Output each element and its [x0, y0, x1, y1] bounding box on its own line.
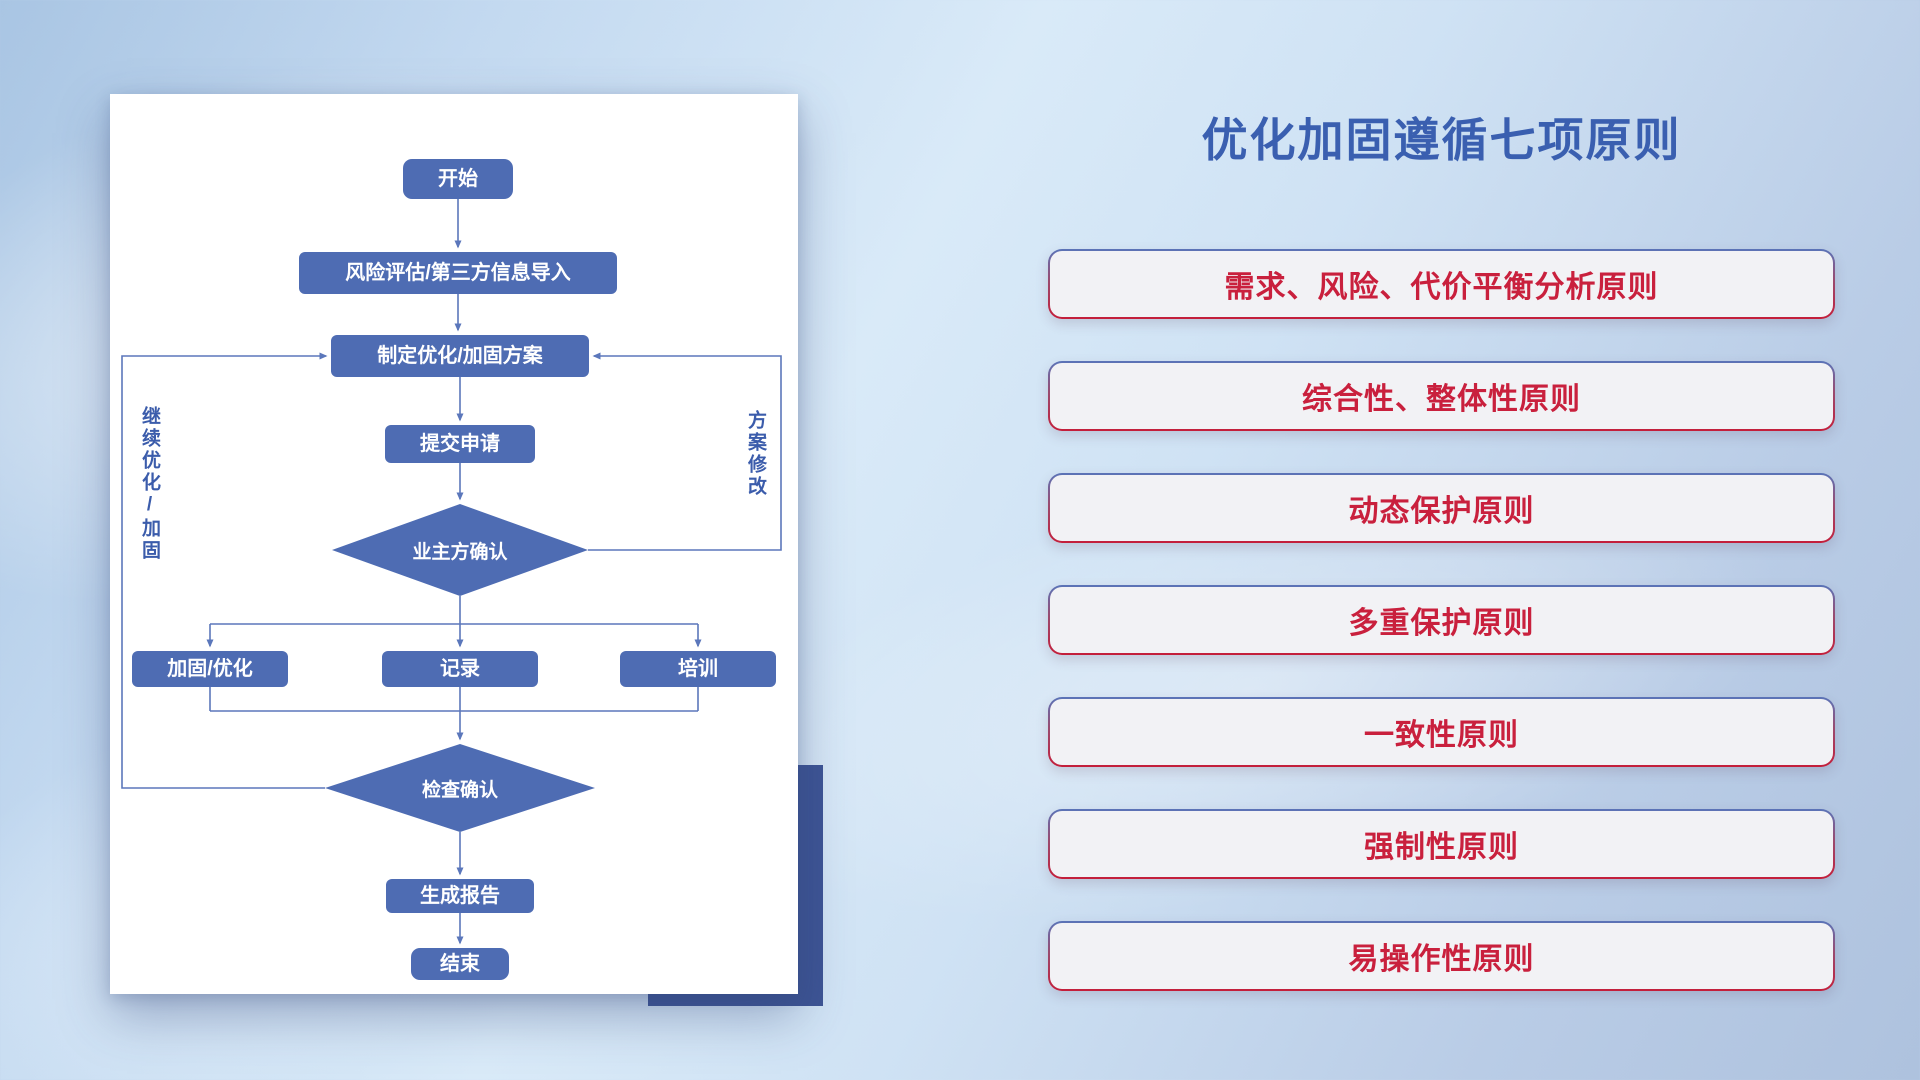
flow-node-train: 培训	[620, 651, 776, 687]
flowchart-card: 开始 风险评估/第三方信息导入 制定优化/加固方案 提交申请 业主方确认 加固/…	[110, 94, 798, 994]
principle-label: 动态保护原则	[1050, 475, 1833, 541]
principle-label: 综合性、整体性原则	[1050, 363, 1833, 429]
principle-item: 动态保护原则	[1048, 473, 1835, 543]
flow-node-end: 结束	[411, 948, 509, 980]
principle-item: 综合性、整体性原则	[1048, 361, 1835, 431]
principle-item: 强制性原则	[1048, 809, 1835, 879]
principle-label: 强制性原则	[1050, 811, 1833, 877]
principle-label: 需求、风险、代价平衡分析原则	[1050, 251, 1833, 317]
flow-node-record: 记录	[382, 651, 538, 687]
principle-label: 多重保护原则	[1050, 587, 1833, 653]
principles-list: 需求、风险、代价平衡分析原则 综合性、整体性原则 动态保护原则 多重保护原则 一…	[1048, 249, 1835, 991]
principle-item: 需求、风险、代价平衡分析原则	[1048, 249, 1835, 319]
flow-node-start: 开始	[403, 159, 513, 199]
flow-node-risk-import: 风险评估/第三方信息导入	[299, 252, 617, 294]
flow-node-make-plan: 制定优化/加固方案	[331, 335, 589, 377]
flow-node-report: 生成报告	[386, 879, 534, 913]
principle-item: 易操作性原则	[1048, 921, 1835, 991]
page-title: 优化加固遵循七项原则	[1201, 114, 1682, 166]
flow-node-reinforce: 加固/优化	[132, 651, 288, 687]
edge-label-plan-modify: 方案修改	[745, 410, 766, 498]
principle-label: 一致性原则	[1050, 699, 1833, 765]
flow-node-submit: 提交申请	[385, 425, 535, 463]
principle-item: 一致性原则	[1048, 697, 1835, 767]
principle-item: 多重保护原则	[1048, 585, 1835, 655]
principle-label: 易操作性原则	[1050, 923, 1833, 989]
flow-connectors	[121, 199, 782, 945]
edge-label-continue-optimize: 继续优化/加固	[139, 406, 160, 562]
